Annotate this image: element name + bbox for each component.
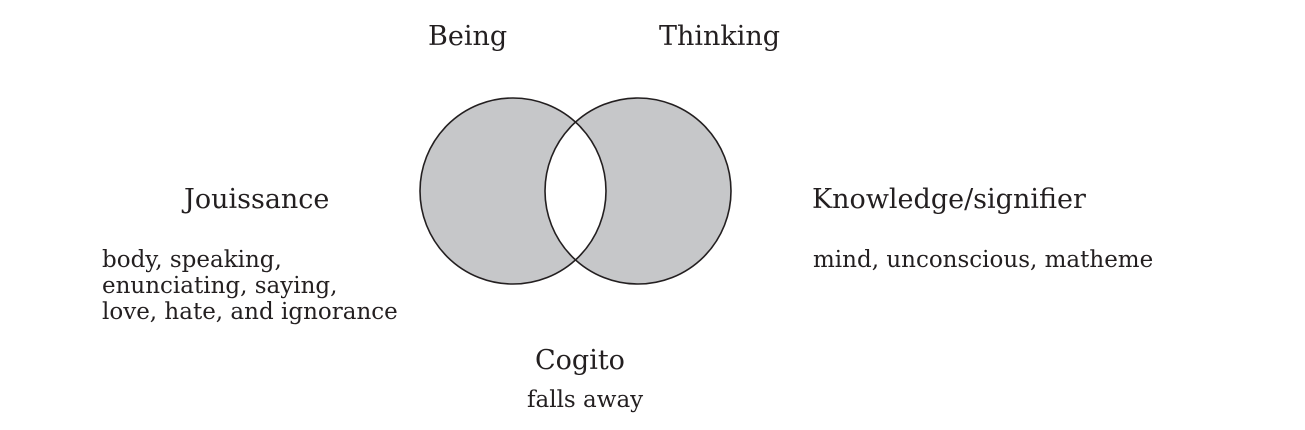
thinking-label: Thinking <box>659 21 781 52</box>
jouissance-description: body, speaking, enunciating, saying, lov… <box>102 247 398 325</box>
jouissance-line: enunciating, saying, <box>102 273 338 299</box>
intersection-region <box>545 98 606 284</box>
being-circle-outline <box>419 97 607 285</box>
knowledge-line: mind, unconscious, matheme <box>813 247 1154 273</box>
jouissance-line: body, speaking, <box>102 247 282 273</box>
jouissance-line: love, hate, and ignorance <box>102 299 398 325</box>
thinking-circle-outline <box>544 97 732 285</box>
knowledge-description: mind, unconscious, matheme <box>813 247 1153 273</box>
falls-away-text: falls away <box>527 387 644 413</box>
knowledge-signifier-title: Knowledge/signifier <box>812 184 1086 215</box>
being-label: Being <box>428 21 508 52</box>
jouissance-title: Jouissance <box>184 184 330 215</box>
cogito-title: Cogito <box>535 345 625 376</box>
